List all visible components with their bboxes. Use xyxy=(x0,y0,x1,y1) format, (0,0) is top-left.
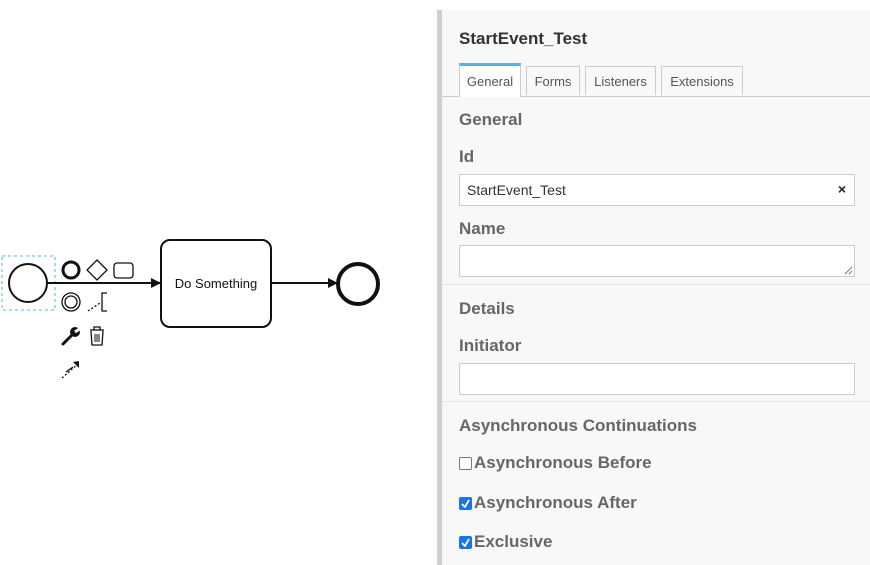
id-input[interactable]: StartEvent_Test × xyxy=(459,174,855,206)
bpmn-canvas[interactable]: Do Something xyxy=(0,0,437,565)
append-intermediate-event-icon[interactable] xyxy=(60,291,82,313)
section-general: General xyxy=(459,110,523,129)
clear-icon[interactable]: × xyxy=(837,181,846,197)
checkbox-box[interactable] xyxy=(459,496,472,510)
name-label: Name xyxy=(459,219,506,238)
id-value: StartEvent_Test xyxy=(467,182,566,198)
checkbox-box[interactable] xyxy=(459,456,472,470)
async-before-label: Asynchronous Before xyxy=(474,453,652,472)
async-after-checkbox[interactable]: Asynchronous After xyxy=(459,493,637,513)
resize-handle-icon[interactable] xyxy=(844,266,853,275)
tab-general[interactable]: General xyxy=(459,63,521,97)
start-event[interactable] xyxy=(8,263,48,303)
initiator-label: Initiator xyxy=(459,336,522,355)
checkbox-box[interactable] xyxy=(459,535,472,549)
trash-icon[interactable] xyxy=(86,325,108,347)
section-async: Asynchronous Continuations xyxy=(459,416,697,435)
exclusive-label: Exclusive xyxy=(474,532,553,551)
append-gateway-icon[interactable] xyxy=(86,259,108,281)
tab-listeners[interactable]: Listeners xyxy=(585,66,656,95)
text-annotation-icon[interactable] xyxy=(86,291,108,313)
wrench-icon[interactable] xyxy=(60,325,82,347)
id-label: Id xyxy=(459,147,475,166)
divider xyxy=(442,401,870,402)
panel-title: StartEvent_Test xyxy=(459,29,588,48)
tab-bar: General Forms Listeners Extensions xyxy=(442,63,870,97)
append-end-event-icon[interactable] xyxy=(60,259,82,281)
section-details: Details xyxy=(459,299,515,318)
end-event[interactable] xyxy=(336,262,380,306)
exclusive-checkbox[interactable]: Exclusive xyxy=(459,532,552,552)
properties-panel: StartEvent_Test General Forms Listeners … xyxy=(437,10,870,565)
diagram-svg xyxy=(1,239,380,328)
tab-extensions[interactable]: Extensions xyxy=(661,66,743,95)
tab-forms[interactable]: Forms xyxy=(526,66,580,95)
divider xyxy=(442,284,870,285)
name-textarea[interactable] xyxy=(459,245,855,277)
initiator-input[interactable] xyxy=(459,363,855,395)
connect-icon[interactable] xyxy=(60,358,82,380)
async-after-label: Asynchronous After xyxy=(474,493,637,512)
async-before-checkbox[interactable]: Asynchronous Before xyxy=(459,453,652,473)
task-label: Do Something xyxy=(174,276,258,291)
append-task-icon[interactable] xyxy=(112,259,134,281)
